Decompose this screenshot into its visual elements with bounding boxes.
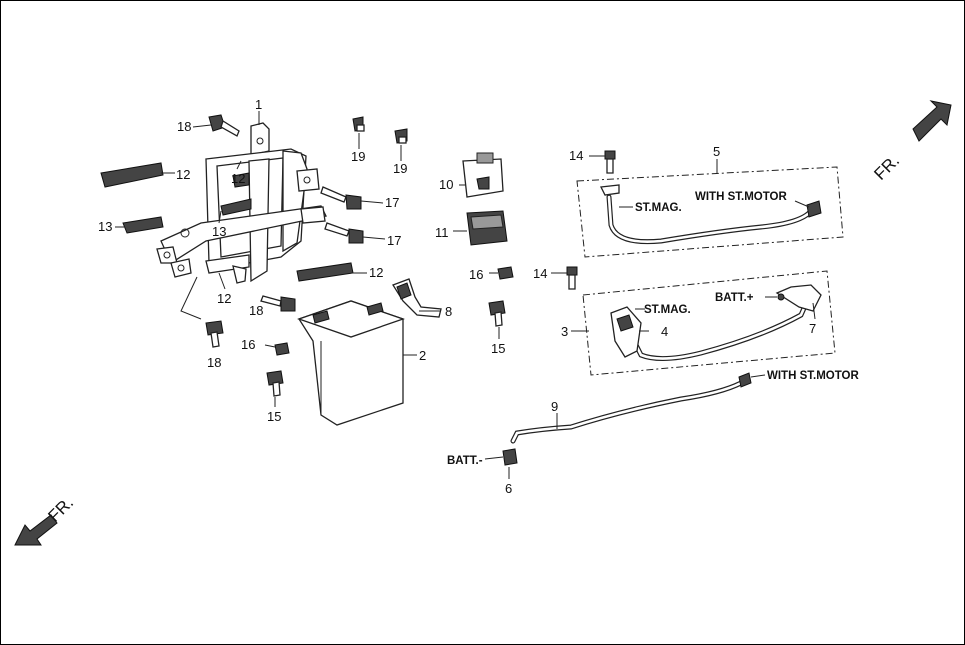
bolt-17-upper	[320, 186, 362, 210]
callout-16-left: 16	[241, 337, 255, 352]
callout-14-middle: 14	[533, 266, 547, 281]
callout-8: 8	[445, 304, 452, 319]
cable-kit-5-box	[576, 166, 844, 258]
starter-cable-lower	[610, 284, 822, 361]
callout-5: 5	[713, 144, 720, 159]
callout-18-top: 18	[177, 119, 191, 134]
callout-19-left: 19	[351, 149, 365, 164]
callout-12-bottom: 12	[217, 291, 231, 306]
callout-2: 2	[419, 348, 426, 363]
callout-12-box: 12	[231, 171, 245, 186]
callout-4: 4	[661, 324, 668, 339]
callout-10: 10	[439, 177, 453, 192]
nut-16-right	[497, 266, 514, 280]
callout-12-pad-left: 12	[176, 167, 190, 182]
callout-3: 3	[561, 324, 568, 339]
bolt-14-top	[604, 150, 616, 174]
callout-6: 6	[505, 481, 512, 496]
callout-17-upper: 17	[385, 195, 399, 210]
label-batt-plus: BATT.+	[715, 292, 754, 304]
battery-box-part-1	[156, 122, 327, 284]
label-with-st-motor-top: WITH ST.MOTOR	[695, 191, 787, 203]
pad-13-left	[122, 216, 164, 234]
callout-19-right: 19	[393, 161, 407, 176]
callout-1: 1	[255, 97, 262, 112]
callout-13-box: 13	[212, 224, 226, 239]
callout-18-middle: 18	[249, 303, 263, 318]
label-batt-minus: BATT.-	[447, 455, 483, 467]
callout-7: 7	[809, 321, 816, 336]
pad-12-right	[296, 262, 354, 282]
callout-9: 9	[551, 399, 558, 414]
callout-15-left: 15	[267, 409, 281, 424]
starter-cable-upper	[600, 184, 822, 245]
earth-cable-part-9	[510, 372, 752, 444]
bolt-15-right	[488, 300, 506, 327]
callout-18-bottom: 18	[207, 355, 221, 370]
label-with-st-motor-bottom: WITH ST.MOTOR	[767, 370, 859, 382]
pad-12-left	[100, 162, 164, 188]
callout-12-pad-right: 12	[369, 265, 383, 280]
bolt-17-lower	[324, 222, 364, 244]
label-st-mag-top: ST.MAG.	[635, 202, 682, 214]
front-label-top: FR.	[870, 151, 903, 184]
front-direction-arrow-icon-top	[912, 100, 952, 142]
fuse-19-left	[352, 116, 365, 132]
bolt-18-bottom	[205, 320, 224, 348]
front-direction-arrow-icon-bottom	[14, 514, 58, 546]
bolt-15-left	[266, 370, 284, 397]
terminal-bolt-part-6	[502, 448, 518, 466]
fuse-19-right	[394, 128, 408, 144]
starter-relay-part-10	[462, 152, 504, 198]
bolt-14-middle	[566, 266, 578, 290]
callout-16-right: 16	[469, 267, 483, 282]
label-st-mag-middle: ST.MAG.	[644, 304, 691, 316]
callout-15-right: 15	[491, 341, 505, 356]
bolt-18-bottom-leader-fork	[180, 276, 202, 320]
battery-part-2	[297, 300, 405, 426]
callout-11: 11	[435, 225, 449, 240]
battery-band-part-8	[392, 278, 442, 318]
callout-14-top: 14	[569, 148, 583, 163]
nut-16-left	[274, 342, 290, 356]
relay-cover-part-11	[466, 210, 508, 246]
bolt-18-middle	[260, 295, 296, 312]
callout-13-left: 13	[98, 219, 112, 234]
leader-lines	[115, 111, 816, 479]
callout-17-lower: 17	[387, 233, 401, 248]
bolt-18-top	[208, 114, 240, 137]
